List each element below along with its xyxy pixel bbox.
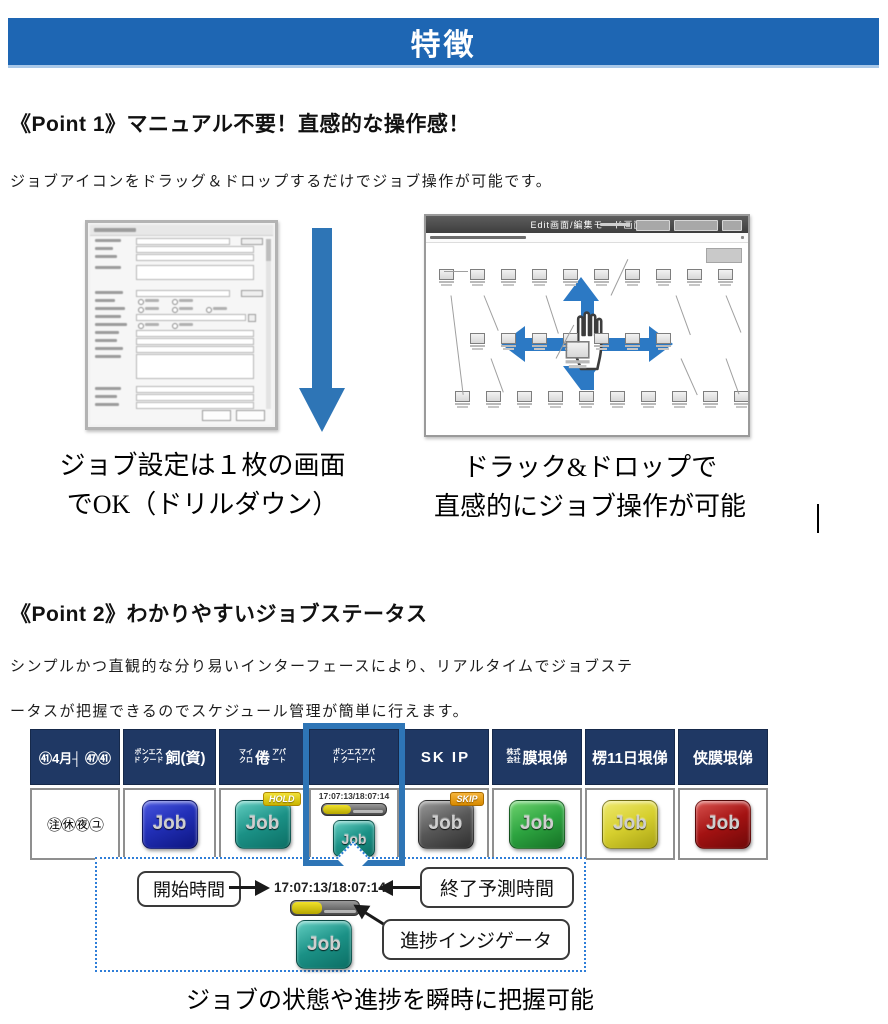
flow-window-title: Edit画面/編集モード画面 <box>530 220 644 230</box>
column-header: SK IP <box>402 729 489 785</box>
arrow-right-icon <box>255 880 270 896</box>
skip-badge: SKIP <box>450 791 484 806</box>
point1-heading: 《Point 1》マニュアル不要！直感的な操作感！ <box>10 113 470 136</box>
job-icon-blue: Job <box>141 799 198 849</box>
dialog-scrollbar <box>266 239 271 409</box>
point1-description: ジョブアイコンをドラッグ＆ドロップするだけでジョブ操作が可能です。 <box>10 173 553 190</box>
caption-right: ドラック&ドロップで 直感的にジョブ操作が可能 <box>415 448 765 526</box>
job-icon-green: Job <box>509 799 565 849</box>
status-cell: Job <box>123 788 216 860</box>
column-header: ㊶4月┤ ㊼㊶ <box>30 729 120 785</box>
point2-description-line2: ータスが把握できるのでスケジュール管理が簡単に行えます。 <box>10 703 470 720</box>
callout-box: 開始時間 17:07:13/18:07:14 終了予測時間 Job 進捗インジゲ… <box>95 841 586 972</box>
job-icon-yellow: Job <box>602 799 658 849</box>
column-header: マイクロ倦アパート <box>219 729 306 785</box>
column-header: ポンエスド クード飼(資) <box>123 729 216 785</box>
bottom-caption: ジョブの状態や進捗を瞬時に把握可能 <box>186 988 594 1014</box>
caption-left-line1: ジョブ設定は１枚の画面 <box>59 451 346 480</box>
cell-progress-bar <box>321 803 387 816</box>
arrow-left-icon <box>378 880 393 896</box>
table-column-6: 株式会社膜垠俤 Job <box>492 729 582 860</box>
start-time-label: 開始時間 <box>137 871 241 907</box>
callout-job-icon: Job <box>296 920 352 969</box>
status-cell: Job <box>492 788 582 860</box>
point2-heading: 《Point 2》わかりやすいジョブステータス <box>10 603 428 626</box>
table-column-2: ポンエスド クード飼(資) Job <box>123 729 216 860</box>
dialog-body <box>90 225 273 425</box>
table-column-8: 侠膜垠俤 Job <box>678 729 768 860</box>
page-title: 特徴 <box>410 28 477 62</box>
status-cell: Job <box>585 788 675 860</box>
status-cell: ㊟㊡㊰㋴ <box>30 788 120 860</box>
flow-titlebar-button <box>722 220 742 231</box>
flow-titlebar-button <box>636 220 670 231</box>
flow-edit-screenshot: Edit画面/編集モード画面 <box>424 214 750 437</box>
job-icon-red: Job <box>695 799 751 849</box>
column-header: 株式会社膜垠俤 <box>492 729 582 785</box>
flow-titlebar-button <box>674 220 718 231</box>
flow-canvas <box>426 243 748 435</box>
caption-left: ジョブ設定は１枚の画面 でOK（ドリルダウン） <box>25 446 380 524</box>
status-cell: Job <box>678 788 768 860</box>
caption-right-line1: ドラック&ドロップで <box>462 453 718 482</box>
table-column-7: 楞11日垠俤 Job <box>585 729 675 860</box>
dialog-buttons <box>202 410 265 421</box>
down-arrow-icon <box>299 228 345 432</box>
job-icon-teal: Job <box>296 920 352 969</box>
feature-title-bar: 特徴 <box>8 18 879 68</box>
progress-bar <box>290 900 360 916</box>
caption-right-line2: 直感的にジョブ操作が可能 <box>433 492 746 521</box>
job-settings-dialog-screenshot <box>85 220 278 430</box>
job-time: 17:07:13/18:07:14 <box>274 880 386 895</box>
progress-indicator-label: 進捗インジゲータ <box>382 919 571 960</box>
cell-job-time: 17:07:13/18:07:14 <box>318 791 390 801</box>
flow-minimap <box>706 248 742 263</box>
text-cursor <box>817 504 819 533</box>
column-header: 楞11日垠俤 <box>585 729 675 785</box>
column-header: 侠膜垠俤 <box>678 729 768 785</box>
column-header: ポンエスアパド クードート <box>309 729 399 785</box>
caption-left-line2: でOK（ドリルダウン） <box>66 490 339 519</box>
hold-badge: HOLD <box>263 791 301 806</box>
flow-window-title-bar: Edit画面/編集モード画面 <box>426 216 748 233</box>
end-time-label: 終了予測時間 <box>420 867 575 908</box>
dialog-title-bar <box>90 225 273 236</box>
point2-description-line1: シンプルかつ直観的な分り易いインターフェースにより、リアルタイムでジョブステ <box>10 658 634 675</box>
flow-tab-strip <box>426 233 748 243</box>
